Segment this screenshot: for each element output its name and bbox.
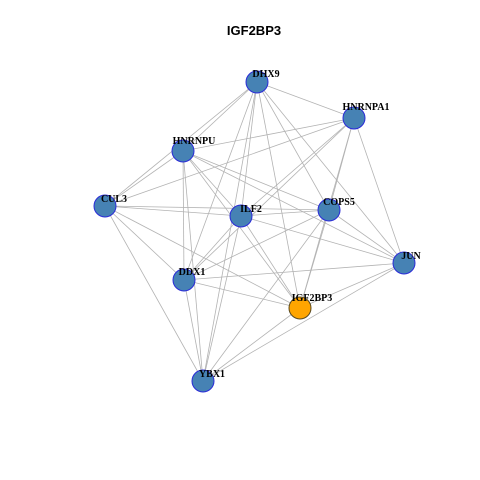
edge-hnrnpa1-ddx1 — [183, 117, 355, 281]
node-label-dhx9: DHX9 — [252, 69, 279, 80]
edge-cops5-jun — [328, 209, 405, 264]
edge-dhx9-ddx1 — [183, 81, 258, 281]
edge-cul3-cops5 — [104, 205, 330, 211]
node-dhx9 — [245, 70, 269, 94]
edge-hnrnpa1-ilf2 — [240, 117, 355, 217]
node-label-cops5: COPS5 — [323, 197, 355, 208]
edge-cul3-ilf2 — [104, 205, 242, 217]
node-jun — [392, 251, 416, 275]
edge-ddx1-ybx1 — [183, 279, 204, 382]
edge-dhx9-jun — [256, 81, 405, 264]
node-label-ilf2: ILF2 — [240, 204, 262, 215]
node-label-ybx1: YBX1 — [199, 369, 225, 380]
edge-ilf2-igf2bp3 — [240, 215, 301, 309]
node-ilf2 — [229, 204, 253, 228]
edge-dhx9-hnrnpu — [182, 81, 258, 152]
node-layer — [93, 70, 416, 393]
edge-ilf2-jun — [240, 215, 405, 264]
node-hnrnpa1 — [342, 106, 366, 130]
edge-dhx9-cops5 — [256, 81, 330, 211]
node-label-cul3: CUL3 — [101, 194, 127, 205]
node-igf2bp3 — [288, 296, 312, 320]
edge-jun-igf2bp3 — [299, 262, 405, 309]
edge-jun-ddx1 — [183, 262, 405, 281]
edge-hnrnpu-cul3 — [104, 150, 184, 207]
edge-jun-ybx1 — [202, 262, 405, 382]
edge-cops5-igf2bp3 — [299, 209, 330, 309]
node-ddx1 — [172, 268, 196, 292]
node-label-hnrnpa1: HNRNPA1 — [342, 102, 389, 113]
node-label-jun: JUN — [401, 251, 421, 262]
node-cul3 — [93, 194, 117, 218]
edge-hnrnpu-ilf2 — [182, 150, 242, 217]
edge-hnrnpu-ybx1 — [182, 150, 204, 382]
edge-hnrnpu-cops5 — [182, 150, 330, 211]
node-label-hnrnpu: HNRNPU — [173, 136, 216, 147]
graph-title: IGF2BP3 — [227, 23, 281, 38]
edge-hnrnpa1-jun — [353, 117, 405, 264]
node-cops5 — [317, 198, 341, 222]
node-hnrnpu — [171, 139, 195, 163]
edge-cul3-ddx1 — [104, 205, 185, 281]
edge-hnrnpa1-hnrnpu — [182, 117, 355, 152]
edge-ddx1-igf2bp3 — [183, 279, 301, 309]
node-label-igf2bp3: IGF2BP3 — [292, 293, 333, 304]
edge-hnrnpu-igf2bp3 — [182, 150, 301, 309]
edge-dhx9-ybx1 — [202, 81, 258, 382]
edge-cul3-igf2bp3 — [104, 205, 301, 309]
edge-cops5-ybx1 — [202, 209, 330, 382]
edge-ilf2-ybx1 — [202, 215, 242, 382]
edge-hnrnpa1-cul3 — [104, 117, 355, 207]
edge-cops5-ddx1 — [183, 209, 330, 281]
edge-cul3-ybx1 — [104, 205, 204, 382]
edge-dhx9-igf2bp3 — [256, 81, 301, 309]
edge-hnrnpu-jun — [182, 150, 405, 264]
edge-dhx9-hnrnpa1 — [256, 81, 355, 119]
edge-igf2bp3-ybx1 — [202, 307, 301, 382]
node-label-ddx1: DDX1 — [179, 267, 206, 278]
edge-dhx9-ilf2 — [240, 81, 258, 217]
edge-ilf2-ddx1 — [183, 215, 242, 281]
edge-layer — [104, 81, 405, 382]
node-ybx1 — [191, 369, 215, 393]
edge-ilf2-cops5 — [240, 209, 330, 217]
edge-hnrnpu-ddx1 — [182, 150, 185, 281]
